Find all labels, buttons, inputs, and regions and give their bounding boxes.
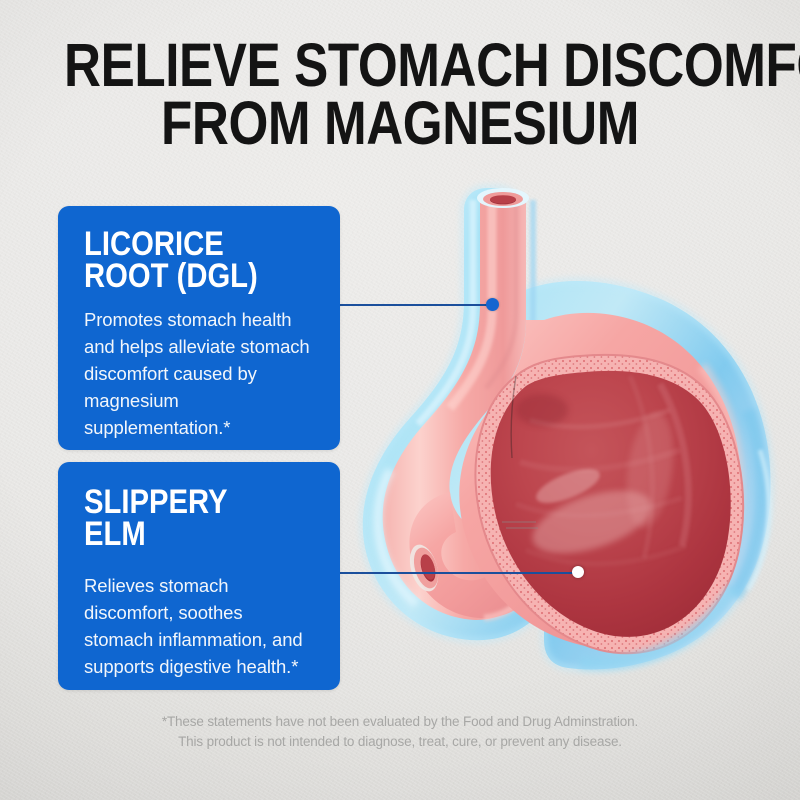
stomach-cross-section-illustration — [359, 185, 774, 673]
ingredient-card-licorice-root[interactable]: LICORICE ROOT (DGL) Promotes stomach hea… — [58, 206, 340, 450]
callout-leader-line-licorice — [338, 304, 494, 306]
disclaimer-line-2: This product is not intended to diagnose… — [178, 734, 622, 749]
stomach-lumen — [490, 370, 731, 637]
card-heading-licorice-root: LICORICE ROOT (DGL) — [84, 225, 258, 295]
lumen-rugae — [515, 374, 692, 567]
disclaimer-line-1: *These statements have not been evaluate… — [161, 714, 639, 729]
ingredient-card-slippery-elm[interactable]: SLIPPERY ELM Relieves stomach discomfort… — [58, 462, 340, 690]
card-body-slippery-elm: Relieves stomach discomfort, soothes sto… — [84, 575, 303, 677]
title-line-2: FROM MAGNESIUM — [160, 89, 640, 157]
callout-dot-slippery-elm[interactable] — [572, 566, 584, 578]
coating-sheen — [373, 407, 772, 670]
callout-leader-line-slippery-elm — [338, 572, 580, 574]
disclaimer: *These statements have not been evaluate… — [0, 712, 800, 752]
pylorus-junction — [502, 375, 538, 529]
title-line-1: RELIEVE STOMACH DISCOMFORT — [64, 31, 800, 99]
card-body-licorice-root: Promotes stomach health and helps allevi… — [84, 309, 310, 438]
card-heading-slippery-elm: SLIPPERY ELM — [84, 483, 228, 553]
page-title: RELIEVE STOMACH DISCOMFORT FROM MAGNESIU… — [0, 31, 800, 157]
callout-dot-licorice[interactable] — [486, 298, 499, 311]
